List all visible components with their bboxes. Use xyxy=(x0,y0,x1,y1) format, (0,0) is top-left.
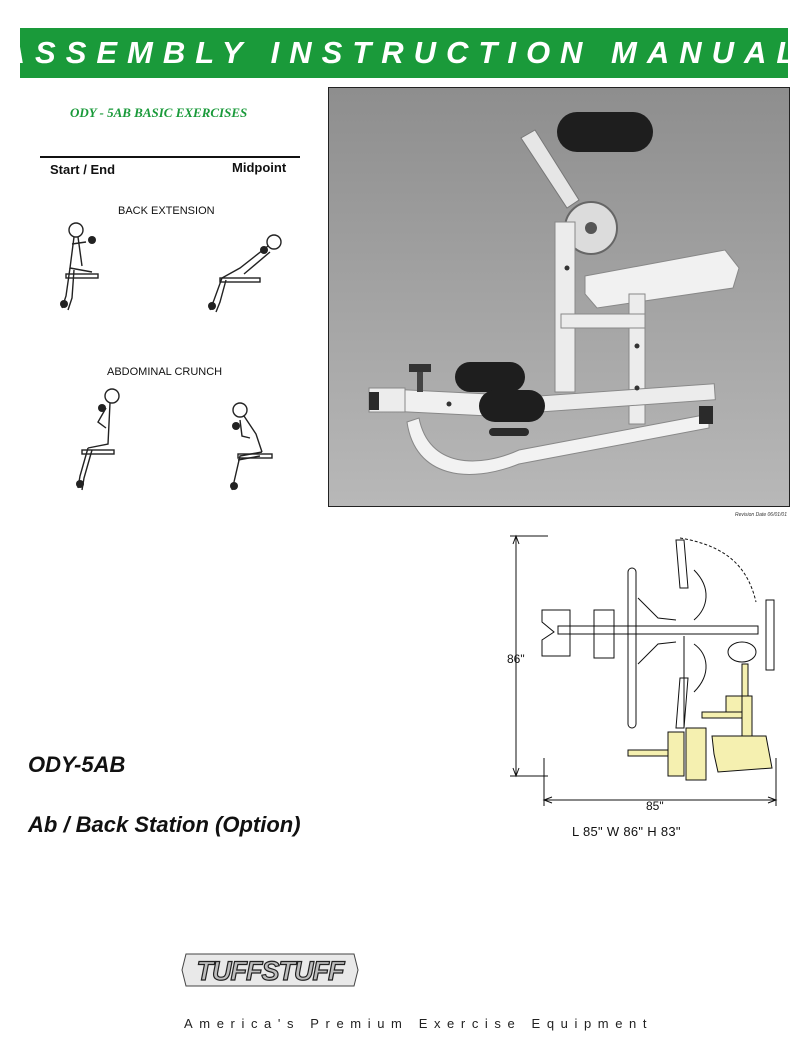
model-number: ODY-5AB xyxy=(28,752,126,777)
dimensions-summary: L 85" W 86" H 83" xyxy=(572,824,681,839)
length-dimension: 85" xyxy=(646,799,664,813)
product-photo xyxy=(328,87,790,507)
depth-dimension: 86" xyxy=(507,652,525,666)
header-banner: ASSEMBLY INSTRUCTION MANUAL xyxy=(3,28,795,78)
back-extension-start-figure xyxy=(60,222,99,311)
revision-date: Revision Date 06/01/01 xyxy=(735,512,787,518)
tagline: America's Premium Exercise Equipment xyxy=(184,1016,654,1031)
top-view-drawing xyxy=(510,534,778,806)
product-name: Ab / Back Station (Option) xyxy=(28,812,301,837)
back-extension-midpoint-figure xyxy=(208,234,282,313)
start-end-label: Start / End xyxy=(50,162,116,177)
abdominal-crunch-label: ABDOMINAL CRUNCH xyxy=(107,366,223,378)
back-extension-label: BACK EXTENSION xyxy=(118,205,215,217)
divider xyxy=(40,156,300,158)
abdominal-crunch-midpoint-figure xyxy=(230,402,273,491)
tuffstuff-logo: TUFFSTUFF xyxy=(181,953,359,987)
abdominal-crunch-start-figure xyxy=(76,388,120,491)
ab-back-station-photo xyxy=(329,88,789,506)
manual-title: ASSEMBLY INSTRUCTION MANUAL xyxy=(2,35,806,70)
midpoint-label: Midpoint xyxy=(232,160,287,175)
exercises-title: ODY - 5AB BASIC EXERCISES xyxy=(70,105,248,120)
logo-text: TUFFSTUFF xyxy=(197,956,346,986)
